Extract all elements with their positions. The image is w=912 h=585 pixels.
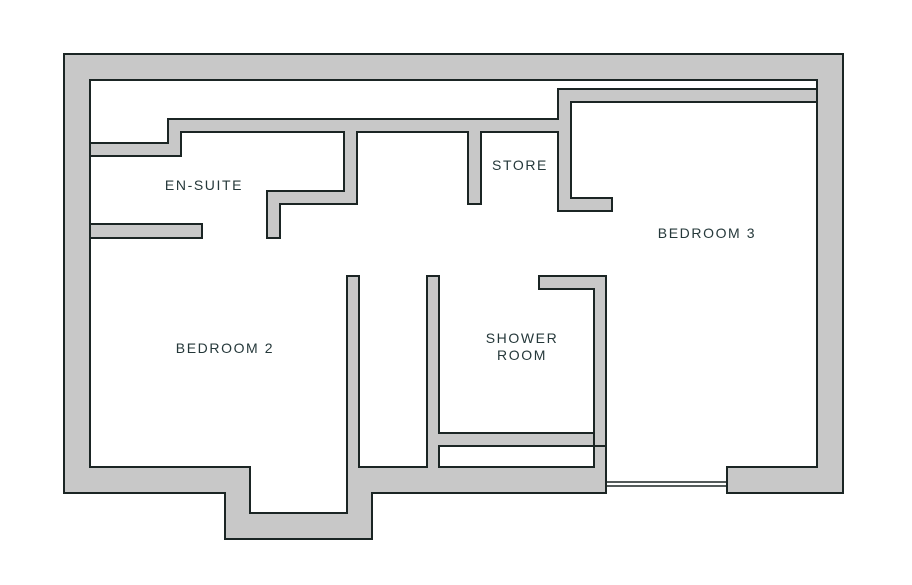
room-label-shower-room-line2: ROOM bbox=[497, 347, 547, 363]
ensuite-wall bbox=[89, 223, 203, 239]
room-label-bedroom-2: BEDROOM 2 bbox=[176, 340, 274, 356]
room-label-bedroom-3: BEDROOM 3 bbox=[658, 225, 756, 241]
room-label-en-suite: EN-SUITE bbox=[165, 177, 243, 193]
room-label-store: STORE bbox=[492, 157, 548, 173]
corridor-wall-upper bbox=[89, 88, 818, 239]
outer-wall bbox=[63, 53, 844, 540]
shower-room-wall bbox=[538, 275, 607, 447]
room-label-shower-room: SHOWER bbox=[486, 330, 559, 346]
